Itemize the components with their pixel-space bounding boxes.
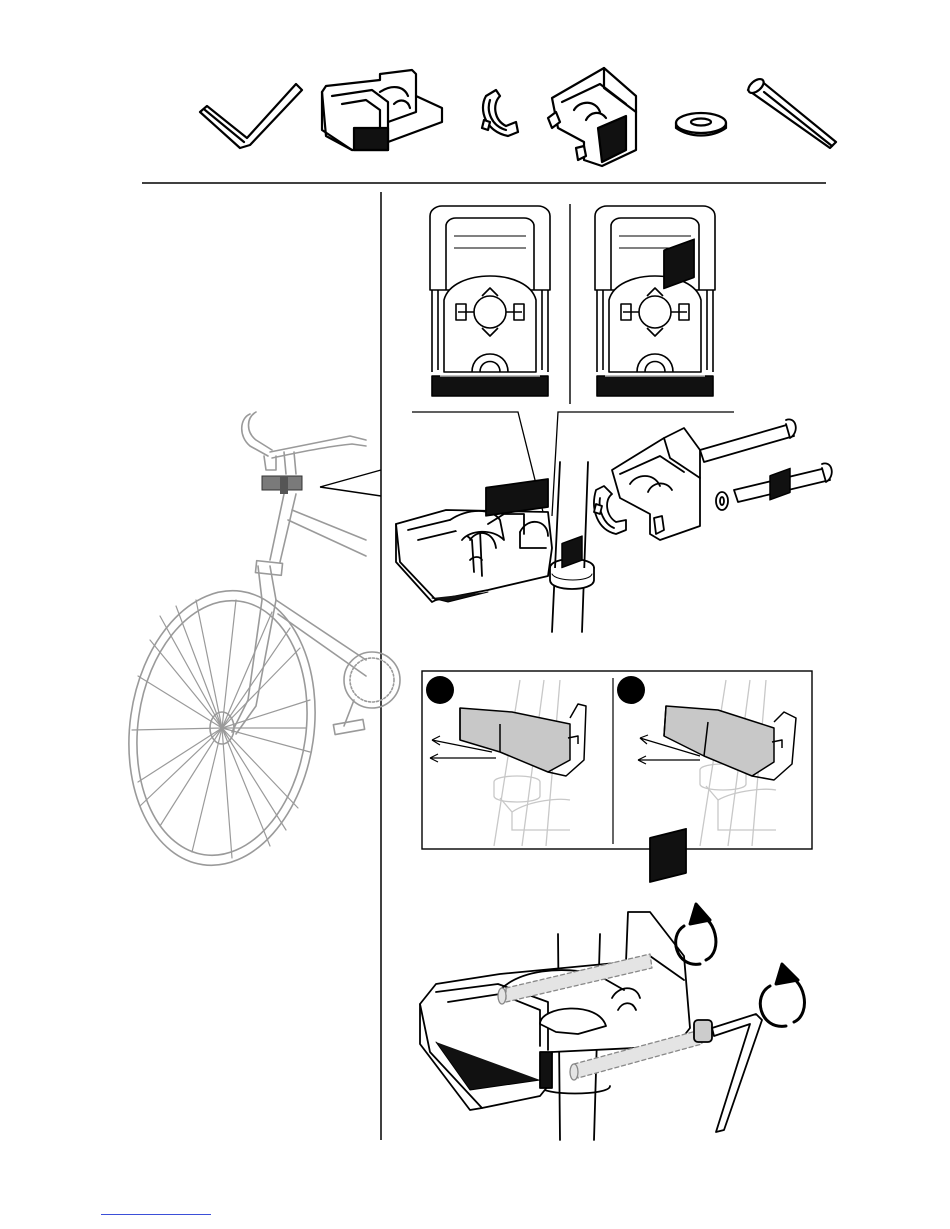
- final-assembly: [420, 829, 804, 1140]
- option-2-badge: [617, 676, 645, 704]
- footer-link-underline[interactable]: [101, 1214, 211, 1215]
- orientation-view-b: [595, 206, 715, 396]
- front-cradle: [396, 479, 552, 602]
- rotation-arrow-lower: [760, 964, 804, 1026]
- bicycle-illustration: [112, 412, 400, 877]
- detail-callout-pointer: [320, 470, 381, 496]
- option-1-badge: [426, 676, 454, 704]
- orientation-views: [430, 204, 715, 404]
- exploded-bolts: [700, 419, 832, 502]
- exploded-washer: [716, 492, 728, 510]
- long-bolt-icon: [746, 76, 836, 148]
- hex-key-icon: [200, 84, 302, 148]
- front-clamp-cradle-icon: [322, 70, 442, 150]
- parts-row: [200, 68, 836, 166]
- clamp-location-highlight: [262, 476, 302, 494]
- orientation-view-a: [430, 206, 550, 396]
- clamp-shim-icon: [482, 90, 518, 136]
- rear-clamp-block-icon: [548, 68, 636, 166]
- washer-icon: [676, 113, 726, 136]
